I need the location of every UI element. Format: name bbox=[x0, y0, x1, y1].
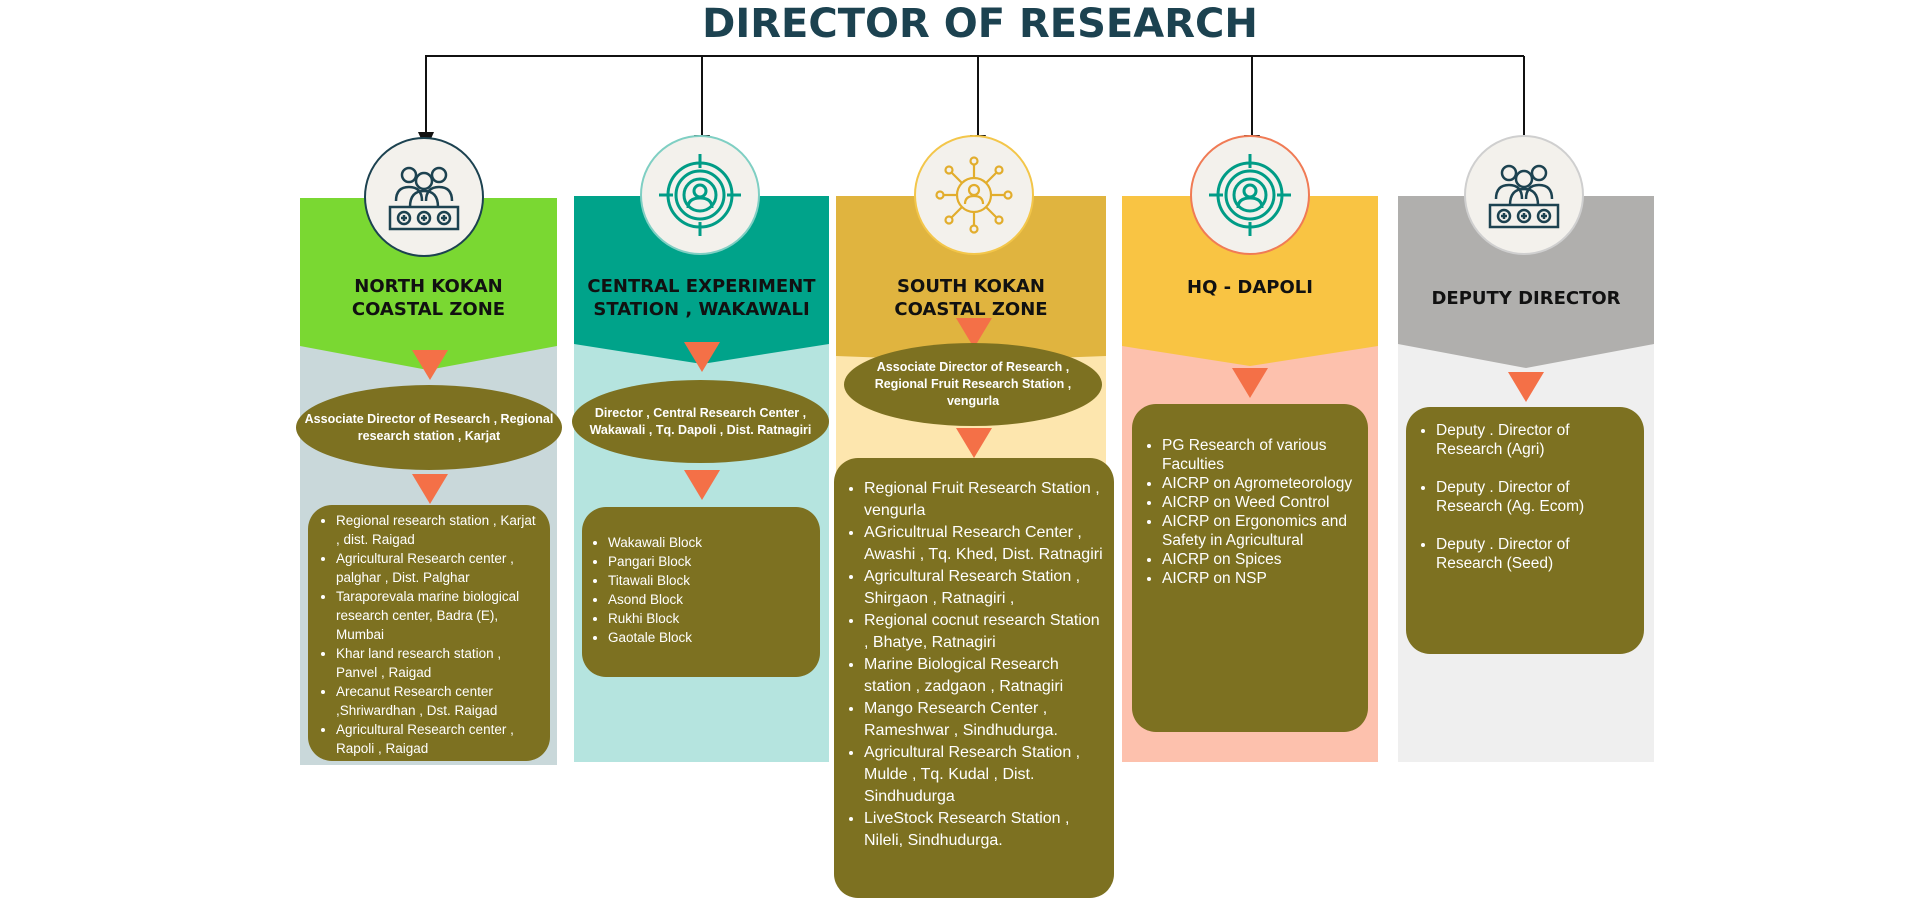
north-arrow-1 bbox=[412, 350, 448, 380]
target-person-icon bbox=[659, 154, 741, 236]
list-item: AICRP on Ergonomics and Safety in Agricu… bbox=[1162, 512, 1364, 550]
central-zone-header bbox=[574, 196, 829, 364]
central-zone-head: Director , Central Research Center , Wak… bbox=[572, 380, 829, 463]
hq-zone-icon-circle bbox=[1190, 135, 1310, 255]
central-arrow-2 bbox=[684, 470, 720, 500]
list-item: LiveStock Research Station , Nileli, Sin… bbox=[864, 808, 1106, 852]
deputy-icon-circle bbox=[1464, 135, 1584, 255]
hq-zone-list: PG Research of various Faculties AICRP o… bbox=[1132, 404, 1368, 732]
list-item: Wakawali Block bbox=[608, 533, 812, 552]
south-zone-icon-circle bbox=[914, 135, 1034, 255]
north-zone-icon-circle bbox=[364, 137, 484, 257]
list-item: Pangari Block bbox=[608, 552, 812, 571]
list-item: Khar land research station , Panvel , Ra… bbox=[336, 644, 542, 682]
list-item: Titawali Block bbox=[608, 571, 812, 590]
deputy-list: Deputy . Director of Research (Agri) Dep… bbox=[1406, 407, 1644, 654]
team-icon bbox=[388, 166, 460, 231]
list-item: Gaotale Block bbox=[608, 628, 812, 647]
north-zone-header bbox=[300, 198, 557, 370]
south-zone-header bbox=[836, 196, 1106, 361]
list-item: Regional research station , Karjat , dis… bbox=[336, 511, 542, 549]
list-item: AICRP on Weed Control bbox=[1162, 493, 1364, 512]
team-icon bbox=[1488, 164, 1560, 229]
list-item: Agricultural Research center , palghar ,… bbox=[336, 549, 542, 587]
central-arrow-1 bbox=[684, 342, 720, 372]
list-item: Deputy . Director of Research (Seed) bbox=[1436, 535, 1636, 573]
target-person-icon bbox=[1209, 154, 1291, 236]
connector-lines bbox=[418, 55, 1532, 156]
list-item: AICRP on Agrometeorology bbox=[1162, 474, 1364, 493]
hq-zone-title: HQ - DAPOLI bbox=[1187, 277, 1313, 298]
list-item: Deputy . Director of Research (Agri) bbox=[1436, 421, 1636, 459]
list-item: Agricultural Research Station , Mulde , … bbox=[864, 742, 1106, 808]
list-item: AGricultrual Research Center , Awashi , … bbox=[864, 522, 1106, 566]
list-item: Agricultural Research Station , Shirgaon… bbox=[864, 566, 1106, 610]
list-item: Asond Block bbox=[608, 590, 812, 609]
list-item: Taraporevala marine biological research … bbox=[336, 587, 542, 644]
north-arrow-2 bbox=[412, 474, 448, 504]
hq-arrow-1 bbox=[1232, 368, 1268, 398]
deputy-arrow-1 bbox=[1508, 372, 1544, 402]
north-zone-head: Associate Director of Research , Regiona… bbox=[296, 385, 562, 470]
list-item: Regional cocnut research Station , Bhaty… bbox=[864, 610, 1106, 654]
list-item: Deputy . Director of Research (Ag. Ecom) bbox=[1436, 478, 1636, 516]
south-zone-head: Associate Director of Research , Regiona… bbox=[844, 343, 1102, 426]
list-item: Arecanut Research center ,Shriwardhan , … bbox=[336, 682, 542, 720]
north-zone-list: Regional research station , Karjat , dis… bbox=[308, 505, 550, 761]
list-item: Marine Biological Research station , zad… bbox=[864, 654, 1106, 698]
page-title: DIRECTOR OF RESEARCH bbox=[702, 1, 1258, 47]
list-item: Rukhi Block bbox=[608, 609, 812, 628]
list-item: PG Research of various Faculties bbox=[1162, 436, 1364, 474]
list-item: Mango Research Center , Rameshwar , Sind… bbox=[864, 698, 1106, 742]
list-item: Regional Fruit Research Station , vengur… bbox=[864, 478, 1106, 522]
deputy-header bbox=[1398, 196, 1654, 368]
south-zone-list: Regional Fruit Research Station , vengur… bbox=[834, 458, 1114, 898]
list-item: AICRP on NSP bbox=[1162, 569, 1364, 588]
central-zone-list: Wakawali Block Pangari Block Titawali Bl… bbox=[582, 507, 820, 677]
network-person-icon bbox=[935, 156, 1013, 234]
list-item: AICRP on Spices bbox=[1162, 550, 1364, 569]
central-zone-icon-circle bbox=[640, 135, 760, 255]
hq-zone-header bbox=[1122, 196, 1378, 366]
deputy-title: DEPUTY DIRECTOR bbox=[1431, 288, 1621, 309]
list-item: Agricultural Research center , Rapoli , … bbox=[336, 720, 542, 758]
south-arrow-2 bbox=[956, 428, 992, 458]
